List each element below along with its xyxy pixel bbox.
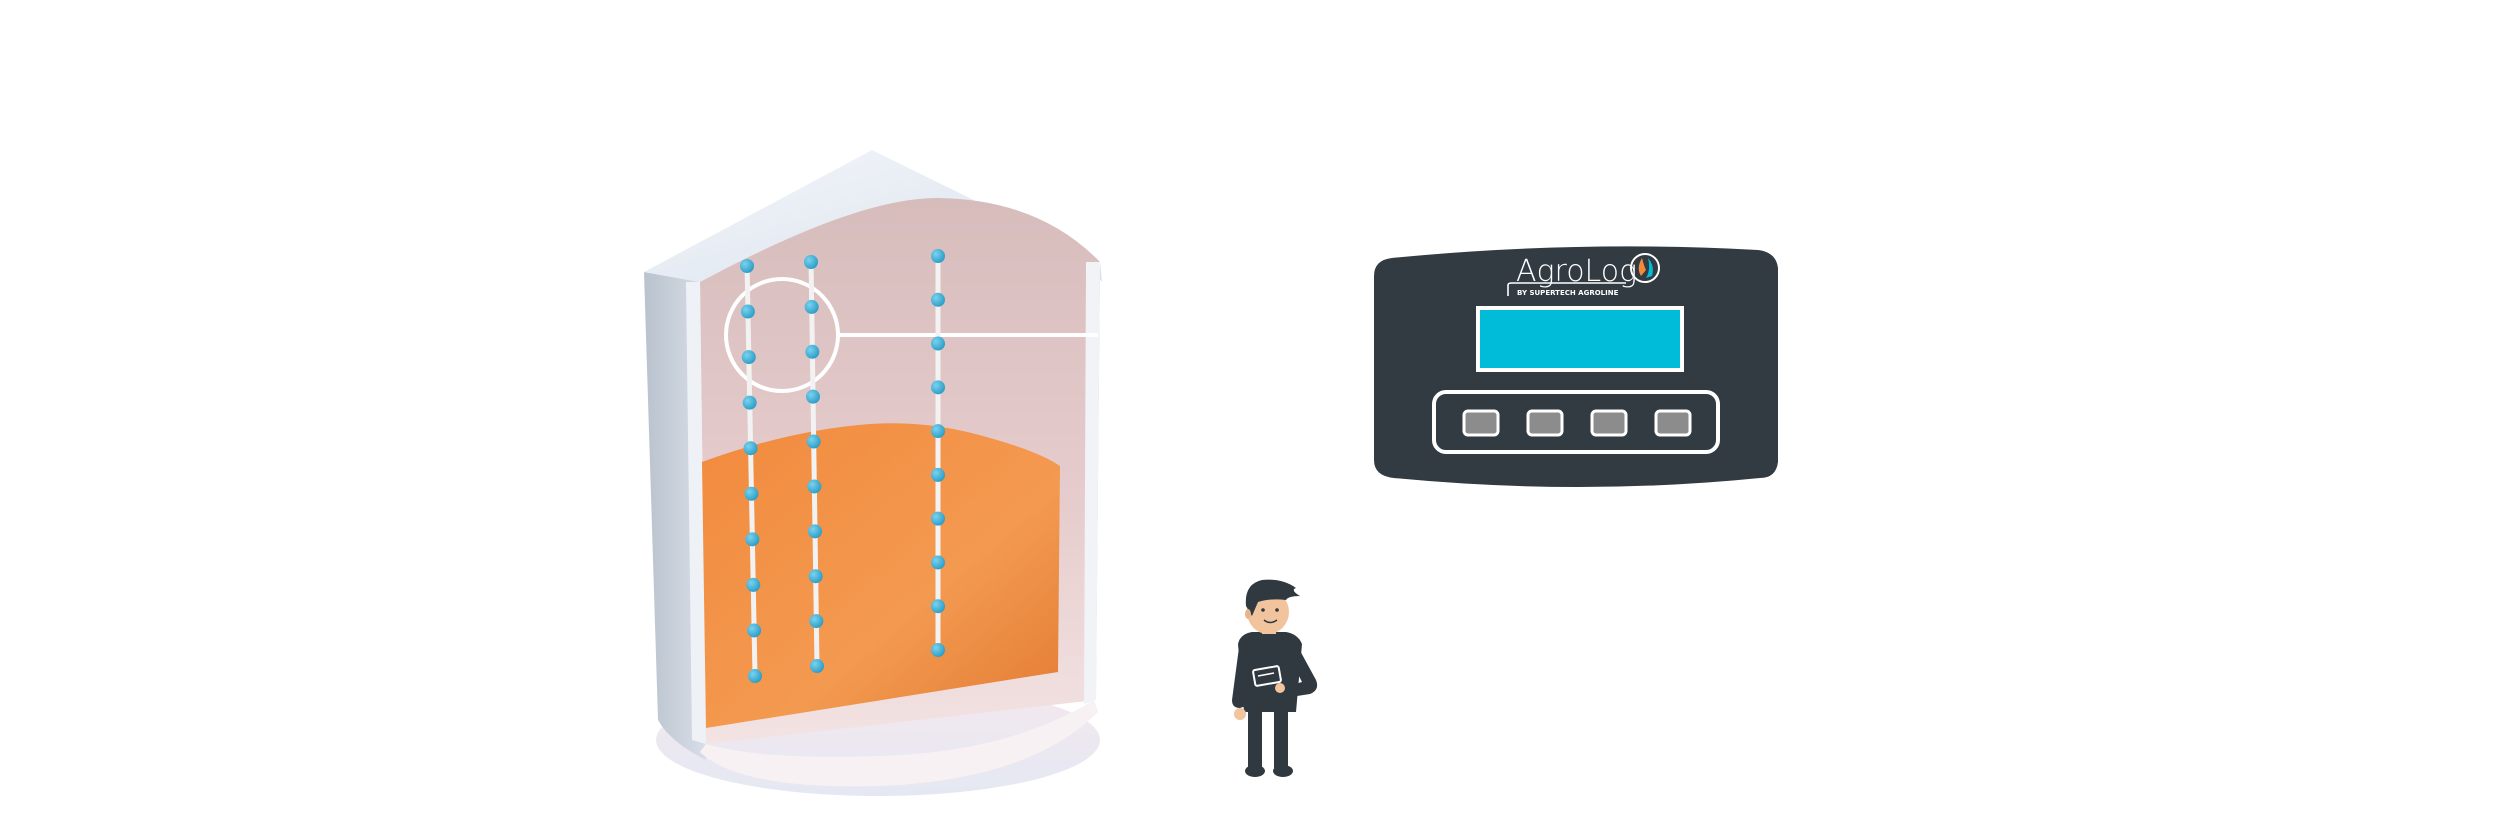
person-eye-left (1261, 608, 1265, 612)
silo-roof (644, 150, 1102, 282)
controller-keypad-button[interactable] (1462, 409, 1500, 437)
tablet-icon (1252, 665, 1282, 687)
controller-keypad-button[interactable] (1590, 409, 1628, 437)
silo-right-edge (1084, 262, 1100, 704)
temperature-sensor (931, 336, 945, 351)
temperature-sensor (747, 623, 762, 638)
button-bar (1432, 390, 1720, 454)
temperature-sensor (807, 479, 822, 494)
temperature-sensor (806, 389, 820, 404)
temperature-sensor (740, 304, 755, 319)
person-with-tablet-illustration (1232, 579, 1318, 777)
temperature-sensor (804, 299, 819, 314)
person-ear (1245, 609, 1251, 619)
temperature-sensor (931, 643, 945, 657)
temperature-sensor-cable (808, 257, 820, 667)
temperature-sensor (743, 441, 758, 456)
person-eye-right (1275, 608, 1279, 612)
temperature-sensor (810, 659, 824, 673)
grain-pile (702, 423, 1060, 728)
temperature-sensor (745, 532, 760, 547)
temperature-sensor (805, 344, 820, 359)
temperature-sensor (741, 350, 756, 365)
person-hand-right (1275, 683, 1285, 693)
person-hair (1245, 579, 1300, 616)
person-arm-right (1282, 636, 1318, 698)
temperature-sensor (931, 599, 945, 614)
person-mouth (1263, 619, 1278, 624)
person-hand-left (1234, 708, 1246, 720)
temperature-sensor (808, 524, 822, 539)
person-shoe-right (1273, 765, 1293, 777)
temperature-sensor (931, 511, 945, 526)
temperature-sensor (742, 395, 757, 410)
temperature-sensor (740, 259, 754, 273)
person-arm-left (1232, 640, 1252, 708)
temperature-sensor (806, 434, 821, 449)
temperature-sensor (746, 577, 761, 592)
silo-floor-lip (700, 700, 1098, 787)
temperature-sensor (808, 569, 823, 584)
sensor-group (740, 249, 945, 683)
temperature-sensor (931, 467, 945, 482)
agrolog-controller: AgroLog BY SUPERTECH AGROLINE (1374, 246, 1778, 487)
temperature-sensor (931, 424, 945, 439)
temperature-sensor (804, 255, 818, 269)
brand-underline (1507, 282, 1626, 296)
display-screen (1476, 306, 1684, 372)
silo-inner-edge (686, 282, 706, 744)
temperature-sensor (744, 486, 759, 501)
temperature-sensor (809, 614, 824, 629)
temperature-sensor (931, 249, 945, 263)
person-leg-left (1248, 700, 1262, 768)
controller-keypad-button[interactable] (1654, 409, 1692, 437)
temperature-sensor (931, 380, 945, 395)
controller-buttons (1462, 409, 1692, 437)
person-leg-right (1274, 700, 1288, 768)
person-shoe-left (1245, 765, 1265, 777)
brand-tagline: BY SUPERTECH AGROLINE (1517, 289, 1619, 297)
controller-keypad-button[interactable] (1526, 409, 1564, 437)
temperature-sensor (931, 555, 945, 570)
temperature-sensor-cable (744, 261, 758, 677)
silo-cutaway-illustration (644, 150, 1102, 796)
temperature-sensor (931, 292, 945, 307)
agrolog-logo-icon (1630, 253, 1660, 283)
temperature-sensor (748, 669, 762, 683)
